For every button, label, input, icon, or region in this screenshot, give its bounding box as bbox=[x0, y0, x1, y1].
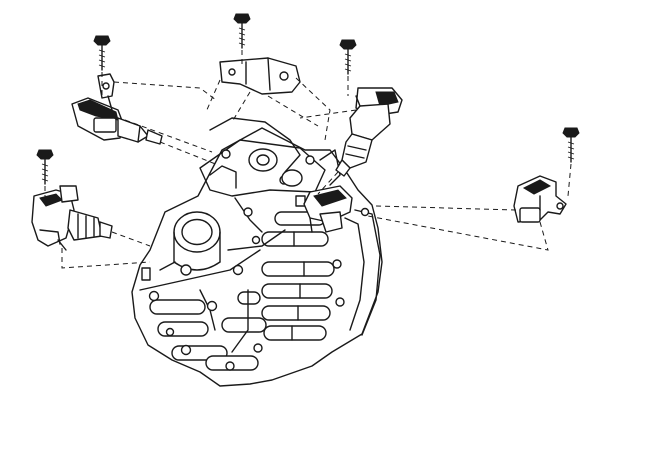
bolt-top-left bbox=[93, 35, 111, 71]
solenoid-upper-right bbox=[335, 87, 403, 177]
solenoid-bracket bbox=[219, 57, 301, 95]
solenoid-left bbox=[31, 185, 113, 251]
solenoid-center bbox=[303, 185, 353, 233]
bolt-left bbox=[36, 149, 54, 185]
bolt-upper-right bbox=[339, 39, 357, 75]
solenoid-upper-left bbox=[71, 73, 163, 145]
assembly-guide-lines bbox=[44, 50, 572, 269]
solenoid-right bbox=[513, 175, 567, 223]
bolt-top-center bbox=[233, 13, 251, 49]
bolt-right bbox=[562, 127, 580, 163]
